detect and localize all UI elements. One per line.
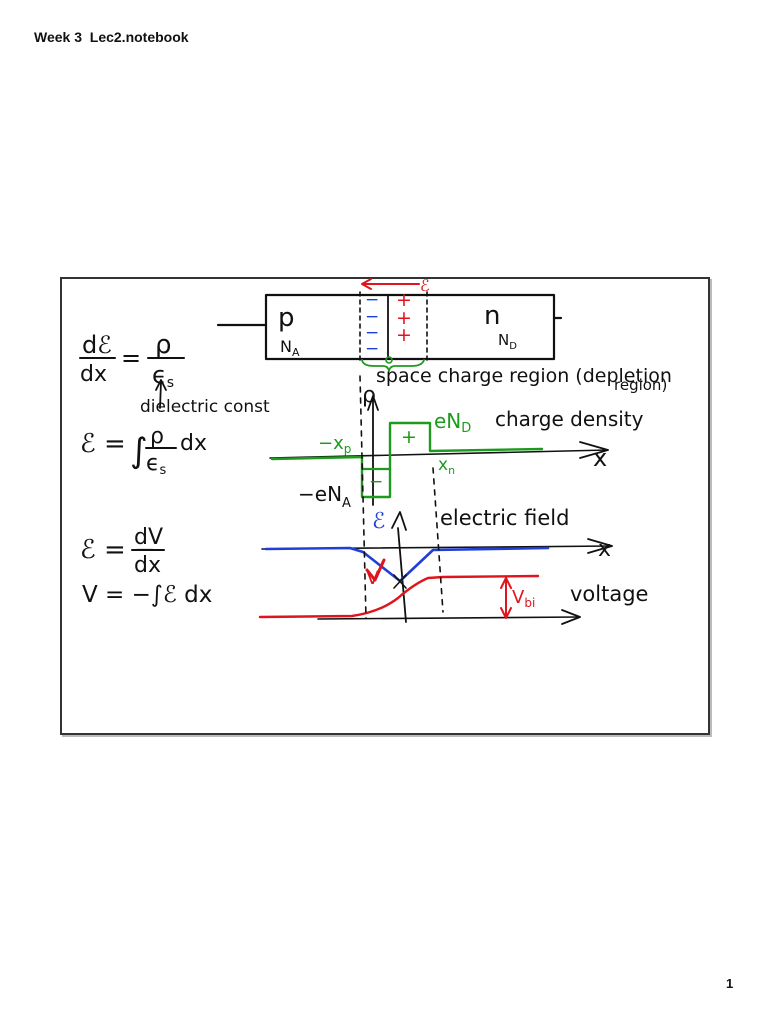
rho-axis-arrow (367, 395, 379, 411)
electric-field-label: electric field (440, 506, 569, 530)
voltage-profile (258, 574, 540, 619)
eq3-num: dV (134, 525, 163, 550)
na-label: NA (280, 337, 300, 359)
field-profile-right (398, 546, 550, 583)
minus-region-label: − (369, 472, 383, 492)
x-axis-field-arrow (587, 538, 613, 554)
eq2-num: ρ (150, 424, 164, 449)
page-number: 1 (726, 976, 734, 991)
depletion-dash-right-plots (432, 467, 444, 613)
eq2-lhs: ℰ = (80, 429, 126, 459)
field-arrow-head (361, 278, 372, 290)
dielectric-arrow (155, 379, 167, 409)
v-check (365, 558, 386, 582)
plus-region-label: + (401, 426, 417, 448)
scr-label: space charge region (depletion (376, 365, 672, 387)
eq1-rhs-num: ρ (155, 330, 172, 360)
minus-charge-3: − (365, 323, 379, 343)
eq2-integral: ∫ (130, 431, 148, 471)
dielectric-label: dielectric const (140, 397, 270, 417)
charge-density-label: charge density (495, 407, 644, 431)
x-axis-voltage-arrow (561, 609, 581, 625)
eq1-rhs-den: ϵs (152, 361, 174, 391)
eq4: V = −∫ℰ dx (82, 582, 212, 608)
eq2-tail: dx (180, 431, 207, 456)
minus-charge-1: − (365, 290, 379, 310)
end-label: eND (434, 409, 471, 436)
plus-charge-3: + (396, 324, 412, 346)
notebook-slide (60, 277, 710, 735)
field-symbol-label: ℰ (372, 509, 385, 534)
minus-charge-2: − (365, 307, 379, 327)
x-axis-charge-label: x (593, 444, 607, 472)
vbi-arrow-bottom (500, 607, 512, 619)
nd-label: ND (498, 331, 517, 352)
eq2-den: ϵs (146, 451, 167, 478)
rho-label: ρ (362, 383, 376, 408)
plus-charge-2: + (396, 307, 412, 329)
x-axis-field-label: x (598, 537, 611, 562)
equations (79, 357, 185, 551)
eq1-lhs-den: dx (80, 362, 107, 387)
x-axis-voltage (317, 616, 581, 620)
xn-label: xn (438, 455, 455, 477)
pn-junction-diagram (216, 278, 563, 372)
minus-xp-label: −xp (318, 433, 351, 456)
neg-na-label: −eNA (298, 482, 351, 511)
eq1-equals: = (121, 344, 141, 372)
device-body (264, 293, 556, 361)
field-axis-arrow (391, 511, 407, 531)
field-arrow-label: ℰ (420, 276, 430, 295)
plus-charge-1: + (396, 289, 412, 311)
eq3-lhs: ℰ = − (80, 535, 156, 565)
minus-charge-4: − (365, 339, 379, 359)
page-title: Week 3 Lec2.notebook (34, 29, 189, 45)
voltage-label: voltage (570, 582, 648, 606)
scr-brace-tip (385, 356, 393, 364)
voltage-plot (258, 558, 581, 625)
eq3-den: dx (134, 553, 161, 578)
field-x-mark (393, 574, 407, 589)
field-profile-left (264, 546, 402, 583)
eq1-lhs-num: dℰ (82, 331, 112, 359)
x-axis-charge-arrow (579, 441, 609, 459)
v-label: V (366, 567, 379, 589)
depletion-dash-left-plots (359, 375, 367, 619)
scr-brace (361, 359, 425, 372)
vbi-label: Vbi (512, 587, 535, 610)
vbi-arrow-top (500, 577, 512, 589)
field-axis (397, 527, 407, 623)
scr-label-2: region) (614, 376, 667, 394)
n-region-label: n (484, 301, 500, 331)
p-region-label: p (278, 303, 295, 333)
